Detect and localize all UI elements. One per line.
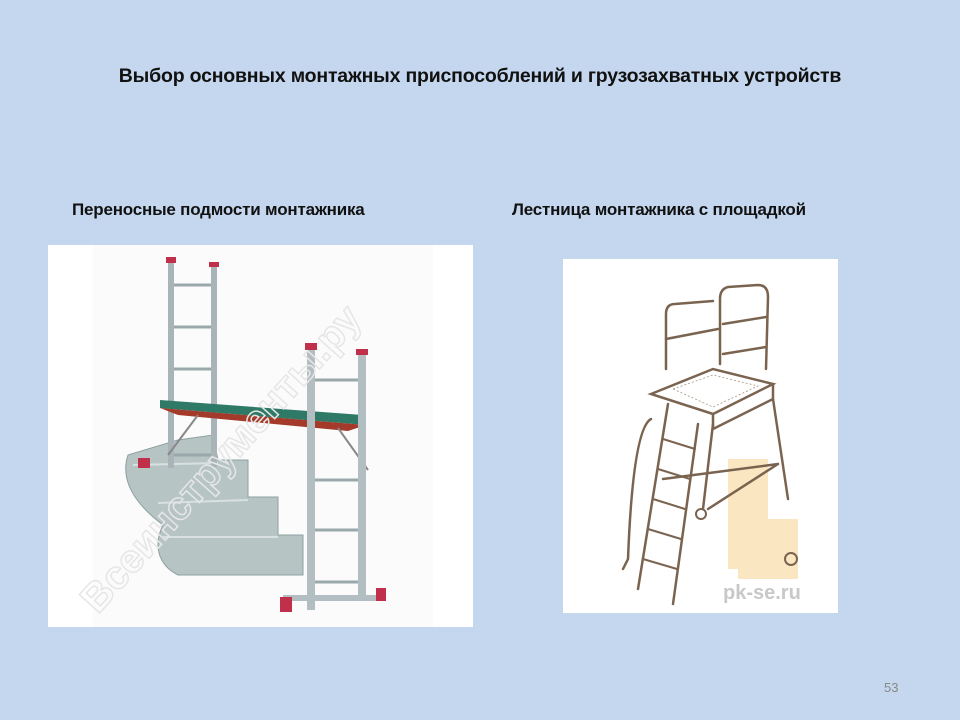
page-number: 53 (884, 680, 899, 695)
scaffold-illustration: Всеинструменты.ру (71, 257, 386, 622)
scaffold-image: Всеинструменты.ру (48, 245, 473, 627)
left-caption: Переносные подмости монтажника (72, 200, 365, 219)
right-caption: Лестница монтажника с площадкой (512, 200, 806, 219)
ladder-platform-image: pk-se.ru (563, 259, 838, 613)
slide-title: Выбор основных монтажных приспособлений … (118, 65, 842, 87)
watermark-text: pk-se.ru (723, 582, 801, 604)
ladder-illustration: pk-se.ru (621, 283, 801, 606)
